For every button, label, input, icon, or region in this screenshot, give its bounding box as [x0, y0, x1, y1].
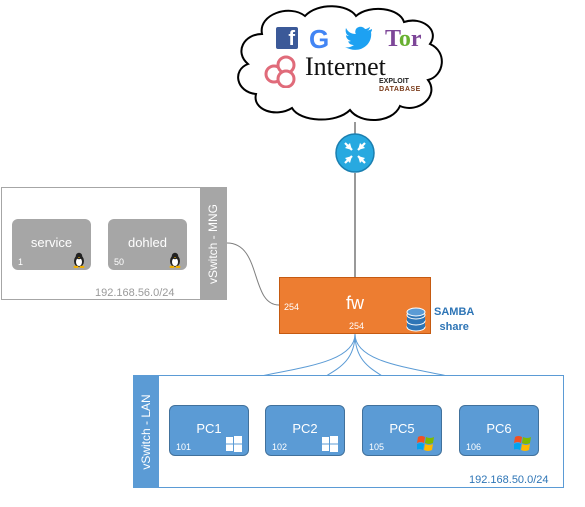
host-name: PC1: [196, 421, 222, 436]
firewall-name: fw: [346, 293, 364, 313]
firewall-node[interactable]: fw 254 254: [279, 277, 431, 334]
host-ip: 101: [176, 442, 192, 452]
host-dohled[interactable]: dohled 50: [108, 219, 187, 270]
windows-10-icon: [322, 436, 338, 452]
database-rings-icon: [264, 55, 296, 88]
host-service[interactable]: service 1: [12, 219, 91, 270]
host-ip: 106: [466, 442, 482, 452]
host-name: PC6: [486, 421, 512, 436]
twitter-icon: [345, 26, 372, 50]
facebook-icon: f: [276, 27, 298, 50]
host-ip: 1: [18, 257, 24, 267]
tor-icon: Tor: [385, 26, 422, 52]
host-name: PC2: [292, 421, 318, 436]
firewall-mng-port: 254: [284, 302, 300, 312]
lan-switch-label: vSwitch - LAN: [133, 375, 159, 488]
mng-subnet: 192.168.56.0/24: [95, 287, 175, 299]
host-pc5[interactable]: PC5 105: [362, 405, 442, 456]
firewall-lan-port: 254: [349, 321, 365, 331]
host-name: dohled: [127, 235, 168, 250]
host-pc1[interactable]: PC1 101: [169, 405, 249, 456]
exploit-database-logo: EXPLOIT DATABASE: [379, 78, 421, 93]
router-icon: [335, 133, 375, 173]
host-name: service: [30, 235, 73, 250]
windows-xp-icon: [417, 436, 434, 451]
linux-icon: [73, 252, 85, 268]
windows-xp-icon: [514, 436, 531, 451]
windows-10-icon: [226, 436, 242, 452]
internet-label: Internet: [305, 52, 386, 81]
linux-icon: [169, 252, 181, 268]
host-pc2[interactable]: PC2 102: [265, 405, 345, 456]
host-ip: 102: [272, 442, 288, 452]
samba-share-label: SAMBA share: [434, 306, 475, 333]
host-name: PC5: [389, 421, 415, 436]
host-pc6[interactable]: PC6 106: [459, 405, 539, 456]
lan-subnet: 192.168.50.0/24: [469, 474, 549, 486]
database-icon: [406, 307, 426, 332]
host-ip: 105: [369, 442, 385, 452]
mng-switch-label: vSwitch - MNG: [200, 187, 226, 300]
google-icon: G: [309, 24, 330, 54]
host-ip: 50: [114, 257, 125, 267]
